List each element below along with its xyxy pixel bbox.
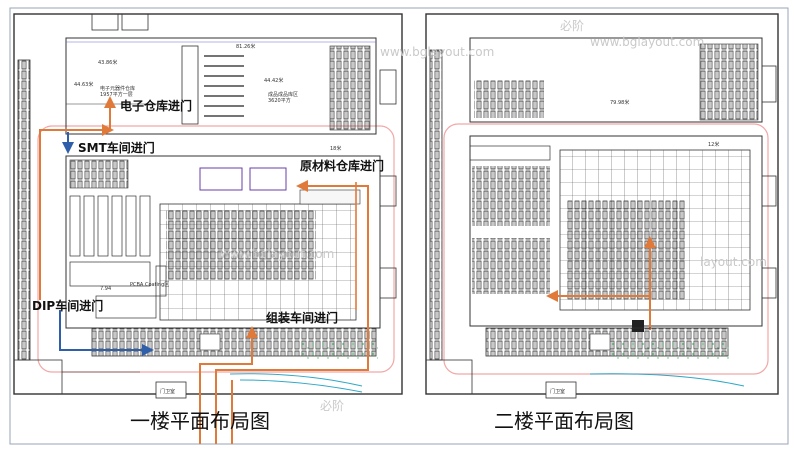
floor2-dim-12m: 12米 xyxy=(708,141,719,148)
watermark-url-short: layout.com xyxy=(700,255,767,269)
floor1-gate-label: 门卫室 xyxy=(160,388,175,395)
floor1-gatehouse xyxy=(155,381,187,399)
watermark-brand-1: 必阶 xyxy=(560,19,584,33)
dim-43-86: 43.86米 xyxy=(98,59,117,66)
room-e-warehouse-line1: 电子元器件仓库 xyxy=(100,85,135,92)
dim-81-26: 81.26米 xyxy=(236,43,255,50)
room-coating: PCBA Coating区 xyxy=(130,282,169,288)
watermarks: 必阶 www.bglayout.com www.bglayout.com www… xyxy=(220,19,767,413)
watermark-url-1: www.bglayout.com xyxy=(590,35,704,49)
dim-44-63: 44.63米 xyxy=(74,81,93,88)
floor2-top-block xyxy=(469,37,763,123)
floor2-gate-label: 门卫室 xyxy=(550,388,565,395)
arrow-assembly xyxy=(199,326,258,444)
arrow-electronic-warehouse xyxy=(39,124,114,300)
floor1-left-stairs xyxy=(17,59,31,361)
floor2-caption: 二楼平面布局图 xyxy=(494,409,634,433)
dim-7-94: 7.94 xyxy=(100,286,111,292)
watermark-brand-2: 必阶 xyxy=(320,399,344,413)
dim-44-42: 44.42米 xyxy=(264,77,283,84)
floor2-plan: 79.98米 12米 门卫室 二楼平面布局图 xyxy=(425,13,779,433)
floor2-gatehouse xyxy=(545,381,577,399)
floor2-left-stairs xyxy=(429,49,443,361)
label-dip-entrance: DIP车间进门 xyxy=(32,298,103,313)
arrow-raw-material xyxy=(215,180,369,444)
floor1-warehouse-block xyxy=(65,37,377,135)
room-finished-line1: 成品成品库区 xyxy=(268,91,298,98)
room-finished-line2: 3620平方 xyxy=(268,97,291,104)
watermark-url-3: www.bglayout.com xyxy=(220,247,334,261)
label-raw-material-entrance: 原材料仓库进门 xyxy=(300,158,384,173)
dim-18m: 18米 xyxy=(330,145,341,152)
watermark-url-2: www.bglayout.com xyxy=(380,45,494,59)
floor1-outer-wall xyxy=(13,13,403,395)
floor2-outer-wall xyxy=(425,13,779,395)
floor1-caption: 一楼平面布局图 xyxy=(130,409,270,433)
floor1-plan: 门卫室 43.86米 81.26米 44.63米 44.42米 电子元器件仓库 … xyxy=(13,13,403,444)
floor2-dim-79-98: 79.98米 xyxy=(610,99,629,106)
arrow-dip xyxy=(59,310,154,356)
image-frame xyxy=(9,7,789,445)
label-electronic-warehouse-entrance: 电子仓库进门 xyxy=(120,98,192,113)
label-assembly-entrance: 组装车间进门 xyxy=(266,310,338,325)
label-smt-entrance: SMT车间进门 xyxy=(78,140,155,155)
room-e-warehouse-line2: 1957平方一层 xyxy=(100,91,133,98)
floor2-production-area xyxy=(469,135,763,327)
